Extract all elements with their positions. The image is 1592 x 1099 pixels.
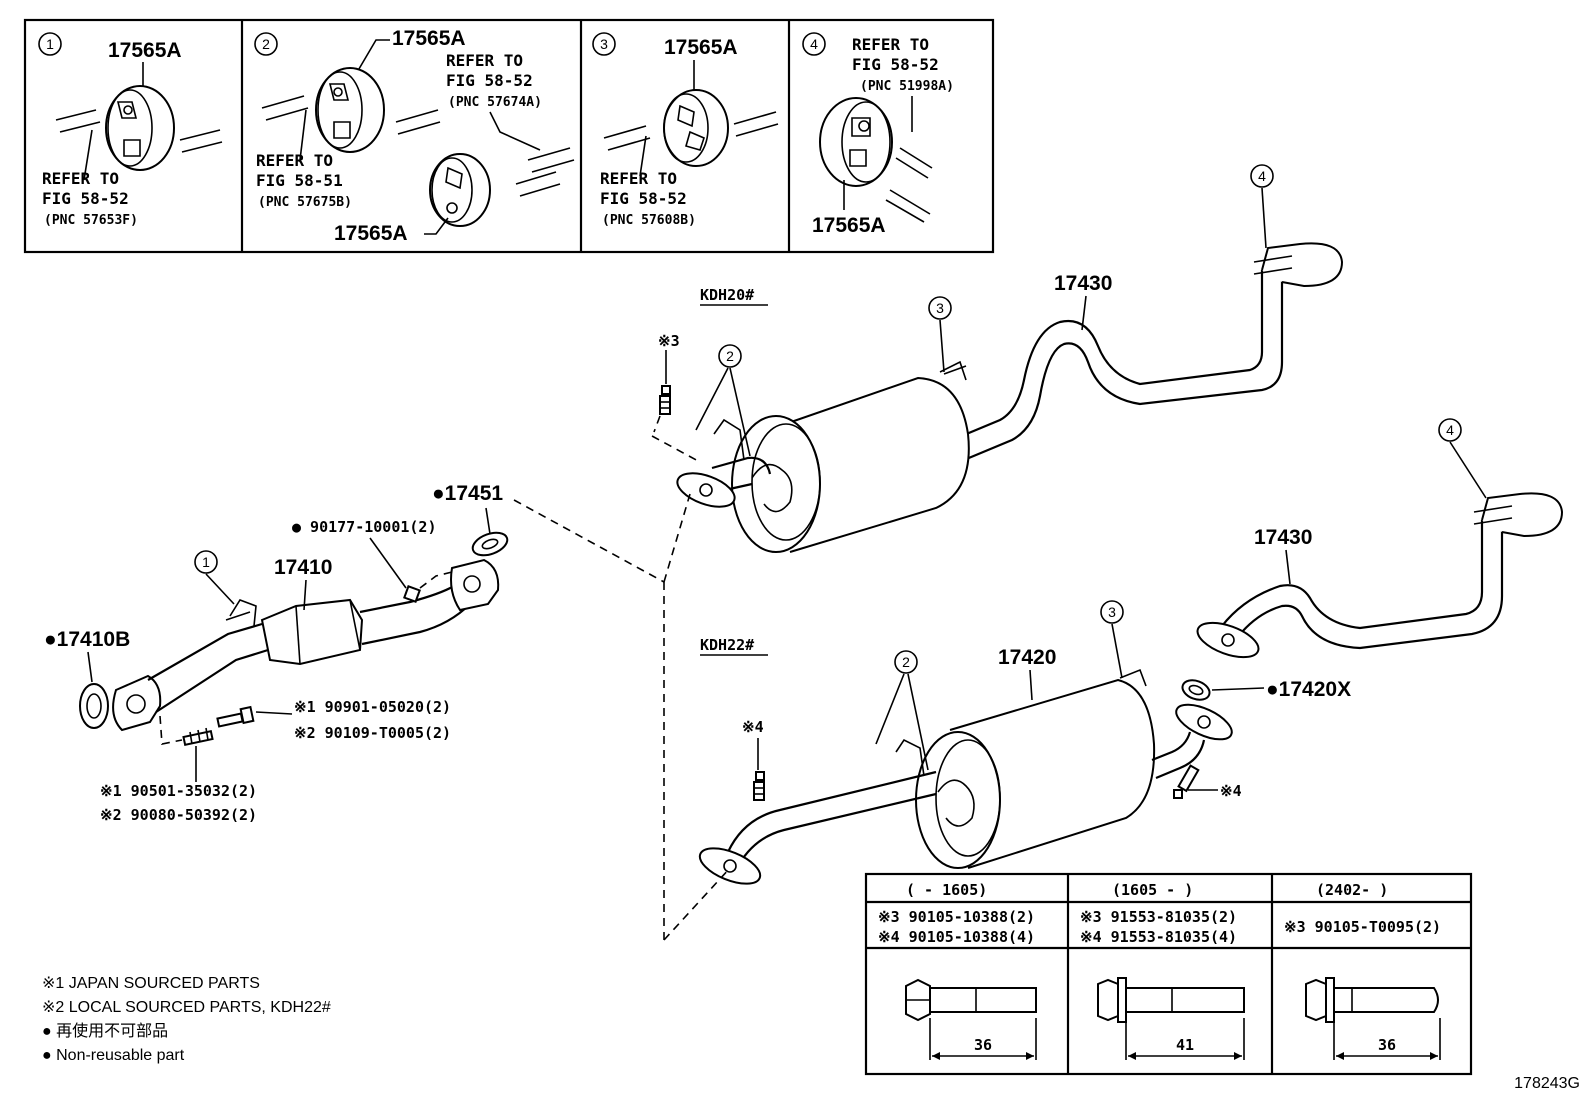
stud-90501-icon — [182, 727, 214, 747]
front-pipe-assembly — [79, 558, 500, 732]
detail-box-3-part: 17565A — [664, 36, 738, 59]
detail-box-2-refer-a-2: FIG 58-52 — [446, 71, 533, 90]
part-17430-lower: 17430 — [1254, 526, 1312, 549]
detail-box-2-part-bottom: 17565A — [334, 222, 408, 245]
legend-line-1: ※1 JAPAN SOURCED PARTS — [42, 975, 260, 992]
part-17420: 17420 — [998, 646, 1056, 669]
detail-box-4-pnc: (PNC 51998A) — [860, 79, 954, 94]
nut-icon — [403, 585, 421, 603]
detail-box-2-number: 2 — [262, 36, 270, 52]
legend-line-3: ● 再使用不可部品 — [42, 1022, 168, 1040]
bolt-length-2: 41 — [1176, 1036, 1194, 1054]
bolt-mark-4-right-icon — [1173, 764, 1200, 799]
gasket-17420x-icon — [1181, 679, 1211, 701]
mark-4-right-label: ※4 — [1220, 782, 1242, 800]
callout-2-upper: 2 — [726, 348, 734, 364]
table-row-1-line-1: ※3 90105-10388(2) — [878, 908, 1035, 926]
rubber-hanger-icon — [819, 97, 893, 187]
detail-box-2-part-top: 17565A — [392, 27, 466, 50]
detail-box-3: 3 17565A REFER TO FIG 58-52 (PNC 57608B) — [592, 32, 779, 228]
table-header-3: (2402- ) — [1316, 881, 1388, 899]
kdh20-muffler-assembly — [676, 242, 1344, 553]
bolt-table: ( - 1605) (1605 - ) (2402- ) ※3 90105-10… — [864, 872, 1473, 1076]
table-row-3-line-1: ※3 90105-T0095(2) — [1284, 918, 1441, 936]
kdh22-muffler-assembly — [698, 492, 1564, 885]
rubber-hanger-icon — [429, 153, 491, 227]
hex-bolt-icon — [905, 978, 1037, 1022]
detail-boxes — [23, 18, 995, 254]
bolt-length-3: 36 — [1378, 1036, 1396, 1054]
detail-box-1-refer-1: REFER TO — [42, 169, 119, 188]
detail-box-1-refer-2: FIG 58-52 — [42, 189, 129, 208]
bolt-mark-3-icon — [659, 385, 671, 415]
detail-box-4: 4 REFER TO FIG 58-52 (PNC 51998A) 17565A — [802, 32, 954, 237]
figure-id: 178243G — [1514, 1075, 1580, 1092]
model-label-kdh22: KDH22# — [700, 636, 754, 654]
detail-box-3-number: 3 — [600, 36, 608, 52]
callout-4-upper: 4 — [1258, 168, 1266, 184]
detail-box-4-number: 4 — [810, 36, 818, 52]
bolt-s1-label: ※1 90901-05020(2) — [294, 698, 451, 716]
table-row-2-line-2: ※4 91553-81035(4) — [1080, 928, 1237, 946]
detail-box-2: 2 17565A REFER TO FIG 58-52 (PNC 57674A)… — [254, 27, 575, 245]
detail-box-1-part: 17565A — [108, 39, 182, 62]
detail-box-1: 1 17565A REFER TO FIG 58-52 (PNC 57653F) — [38, 32, 223, 228]
mark-4-left-label: ※4 — [742, 718, 764, 736]
detail-box-2-refer-a-1: REFER TO — [446, 51, 523, 70]
part-17410: 17410 — [274, 556, 332, 579]
table-header-2: (1605 - ) — [1112, 881, 1193, 899]
detail-box-2-pnc-a: (PNC 57674A) — [448, 95, 542, 110]
model-label-kdh20: KDH20# — [700, 286, 754, 304]
stud-s2-label: ※2 90080-50392(2) — [100, 806, 257, 824]
detail-box-1-number: 1 — [46, 36, 54, 52]
rubber-hanger-icon — [105, 85, 175, 171]
rubber-hanger-icon — [663, 89, 729, 167]
gasket-17451-icon — [471, 531, 509, 557]
detail-box-4-part: 17565A — [812, 214, 886, 237]
callout-3-upper: 3 — [936, 300, 944, 316]
stud-s1-label: ※1 90501-35032(2) — [100, 782, 257, 800]
flange-bolt-icon — [1305, 977, 1439, 1023]
flange-bolt-icon — [1097, 977, 1245, 1023]
part-17410b: ●17410B — [44, 628, 130, 651]
part-17430-upper: 17430 — [1054, 272, 1112, 295]
detail-box-2-refer-b-2: FIG 58-51 — [256, 171, 343, 190]
detail-box-3-refer-1: REFER TO — [600, 169, 677, 188]
bolt-length-1: 36 — [974, 1036, 992, 1054]
legend: ※1 JAPAN SOURCED PARTS ※2 LOCAL SOURCED … — [42, 975, 331, 1064]
table-row-2-line-1: ※3 91553-81035(2) — [1080, 908, 1237, 926]
mark-3-label: ※3 — [658, 332, 680, 350]
bolt-s2-label: ※2 90109-T0005(2) — [294, 724, 451, 742]
detail-box-2-refer-b-1: REFER TO — [256, 151, 333, 170]
detail-box-3-pnc: (PNC 57608B) — [602, 213, 696, 228]
detail-box-1-pnc: (PNC 57653F) — [44, 213, 138, 228]
callout-3-lower: 3 — [1108, 604, 1116, 620]
legend-line-4: ● Non-reusable part — [42, 1047, 185, 1064]
detail-box-2-pnc-b: (PNC 57675B) — [258, 195, 352, 210]
detail-box-4-refer-1: REFER TO — [852, 35, 929, 54]
table-header-1: ( - 1605) — [906, 881, 987, 899]
detail-box-4-refer-2: FIG 58-52 — [852, 55, 939, 74]
bolt-mark-4-left-icon — [753, 771, 765, 801]
part-17420x: ●17420X — [1266, 678, 1351, 701]
part-90177: ● 90177-10001(2) — [292, 518, 437, 536]
part-17451: ●17451 — [432, 482, 503, 505]
detail-box-3-refer-2: FIG 58-52 — [600, 189, 687, 208]
table-row-1-line-2: ※4 90105-10388(4) — [878, 928, 1035, 946]
callout-2-lower: 2 — [902, 654, 910, 670]
callout-4-lower: 4 — [1446, 422, 1454, 438]
legend-line-2: ※2 LOCAL SOURCED PARTS, KDH22# — [42, 999, 331, 1016]
bolt-90901-icon — [216, 705, 255, 728]
rubber-hanger-icon — [315, 67, 385, 153]
callout-1: 1 — [202, 554, 210, 570]
